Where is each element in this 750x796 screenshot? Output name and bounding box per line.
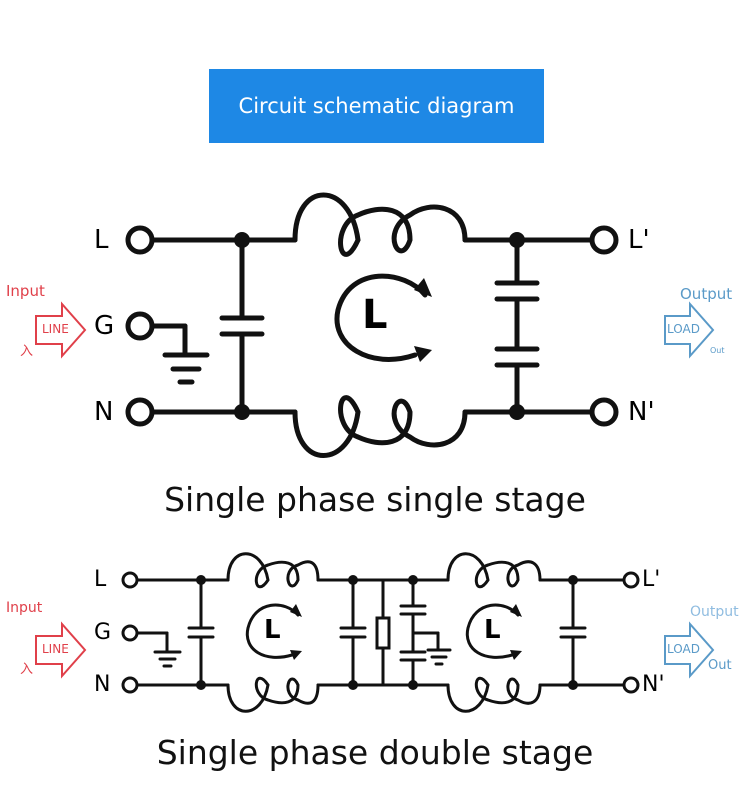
stage2-terminals <box>121 571 640 694</box>
stage1-terminal-N-prime: N' <box>628 397 655 427</box>
stage2-terminal-N-prime: N' <box>642 672 665 697</box>
stage2-input-label: Input <box>6 600 43 616</box>
stage1-schematic <box>149 192 595 458</box>
title-banner: Circuit schematic diagram <box>209 69 544 143</box>
stage1-load-badge: LOAD <box>667 322 700 336</box>
stage2-terminal-L-prime: L' <box>642 567 661 592</box>
stage2-terminal-L: L <box>94 567 107 592</box>
banner-title: Circuit schematic diagram <box>238 94 515 118</box>
stage1-terminal-N: N <box>94 397 114 427</box>
stage1-input-arrow <box>35 301 87 359</box>
stage2-terminal-G: G <box>94 620 112 645</box>
stage1-terminal-G: G <box>94 311 115 341</box>
stage2-terminal-N: N <box>94 672 111 697</box>
stage1-inductor-symbol: L <box>362 292 388 338</box>
stage2-output-label: Output <box>690 604 739 620</box>
stage2-load-badge: LOAD <box>667 642 700 656</box>
stage1-nodes <box>234 232 525 420</box>
stage2-inductor-symbol-1: L <box>264 615 281 645</box>
stage2-nodes <box>196 575 578 690</box>
stage1-output-arrow <box>664 301 715 359</box>
stage1-output-label: Output <box>680 285 733 303</box>
stage1-line-badge: LINE <box>42 322 69 336</box>
stage1-output-sub: Out <box>710 346 725 355</box>
stage2-line-badge: LINE <box>42 642 69 656</box>
stage2-input-arrow <box>35 621 87 679</box>
stage1-input-sub: 入 <box>20 344 34 359</box>
stage1-title: Single phase single stage <box>164 480 586 519</box>
stage1-terminal-L-prime: L' <box>628 225 650 255</box>
stage1-terminals <box>125 225 619 427</box>
stage2-input-sub: 入 <box>20 662 34 677</box>
stage2-title: Single phase double stage <box>156 733 594 772</box>
stage2-output-sub: Out <box>708 658 732 673</box>
stage2-output-arrow <box>664 621 715 679</box>
stage1-terminal-L: L <box>94 225 109 255</box>
stage2-inductor-symbol-2: L <box>484 615 501 645</box>
stage2-schematic <box>134 552 627 713</box>
stage1-input-label: Input <box>6 282 45 300</box>
